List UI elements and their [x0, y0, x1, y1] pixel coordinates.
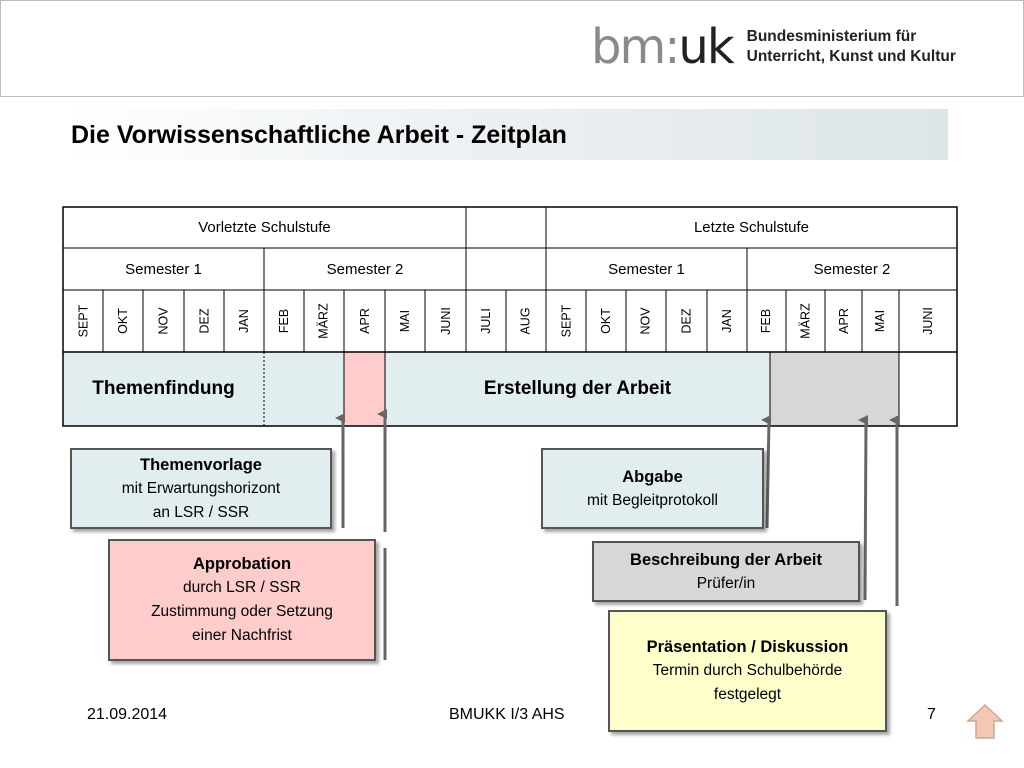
- month-cell: DEZ: [197, 308, 211, 334]
- month-cell: JAN: [720, 309, 734, 333]
- month-cell: APR: [836, 308, 851, 334]
- month-cell: OKT: [115, 308, 130, 334]
- box-line: festgelegt: [713, 686, 782, 703]
- box-approbation: Approbation durch LSR / SSR Zustimmung o…: [108, 539, 376, 661]
- box-themenvorlage: Themenvorlage mit Erwartungshorizont an …: [70, 448, 332, 529]
- box-title: Beschreibung der Arbeit: [630, 550, 822, 569]
- box-praesentation: Präsentation / Diskussion Termin durch S…: [608, 610, 887, 732]
- month-cell: JUNI: [921, 307, 935, 335]
- footer-date: 21.09.2014: [87, 706, 168, 723]
- header-semester-1a: Semester 1: [125, 260, 202, 278]
- box-title: Abgabe: [622, 467, 683, 486]
- month-cell: NOV: [156, 307, 171, 335]
- page-title: Die Vorwissenschaftliche Arbeit - Zeitpl…: [71, 121, 567, 149]
- header-semester-2b: Semester 2: [813, 260, 891, 278]
- box-line: einer Nachfrist: [192, 627, 292, 644]
- title-bar: Die Vorwissenschaftliche Arbeit - Zeitpl…: [62, 109, 948, 160]
- box-line: mit Erwartungshorizont: [121, 479, 281, 497]
- month-cell: OKT: [598, 308, 613, 334]
- header: bm:uk Bundesministerium für Unterricht, …: [0, 0, 1024, 97]
- month-cell: APR: [357, 308, 372, 334]
- header-semester-2a: Semester 2: [326, 260, 404, 278]
- header-letzte-schulstufe: Letzte Schulstufe: [693, 219, 810, 236]
- box-beschreibung: Beschreibung der Arbeit Prüfer/in: [592, 541, 860, 602]
- month-cell: SEPT: [76, 304, 90, 338]
- footer-page-number: 7: [927, 706, 936, 723]
- logo-text: Bundesministerium für Unterricht, Kunst …: [746, 27, 956, 65]
- month-cell: JUNI: [438, 307, 453, 335]
- box-line: durch LSR / SSR: [182, 579, 302, 596]
- header-vorletzte-schulstufe: Vorletzte Schulstufe: [198, 219, 331, 236]
- month-cell: AUG: [519, 307, 533, 335]
- header-semester-1b: Semester 1: [608, 260, 685, 278]
- box-title: Approbation: [192, 555, 292, 573]
- bmukk-logo: bm:uk Bundesministerium für Unterricht, …: [591, 19, 956, 74]
- month-cell: FEB: [277, 308, 291, 334]
- box-title: Präsentation / Diskussion: [646, 638, 849, 656]
- month-cell: JAN: [237, 309, 251, 333]
- box-line: mit Begleitprotokoll: [587, 491, 718, 509]
- phase-erstellung: Erstellung der Arbeit: [483, 378, 672, 399]
- box-line: Termin durch Schulbehörde: [652, 662, 843, 679]
- box-title: Themenvorlage: [140, 455, 262, 474]
- box-line: an LSR / SSR: [152, 503, 250, 521]
- month-cell: MÄRZ: [798, 303, 813, 339]
- next-slide-button[interactable]: [966, 702, 1006, 742]
- month-cell: MAI: [397, 309, 412, 333]
- phase-themenfindung: Themenfindung: [92, 378, 235, 399]
- month-cell: FEB: [759, 308, 774, 334]
- box-line: Prüfer/in: [696, 574, 756, 592]
- box-line: Zustimmung oder Setzung: [151, 603, 333, 620]
- box-abgabe: Abgabe mit Begleitprotokoll: [541, 448, 764, 529]
- month-cell: MÄRZ: [316, 303, 331, 339]
- next-slide-arrow-icon: [966, 703, 1004, 739]
- month-cell: DEZ: [679, 308, 694, 334]
- footer-center: BMUKK I/3 AHS: [449, 706, 565, 723]
- month-cell: JULI: [478, 308, 493, 334]
- month-cell: SEPT: [559, 304, 573, 338]
- month-cell: MAI: [873, 309, 888, 333]
- month-cell: NOV: [639, 307, 653, 335]
- logo-mark: bm:uk: [591, 18, 735, 75]
